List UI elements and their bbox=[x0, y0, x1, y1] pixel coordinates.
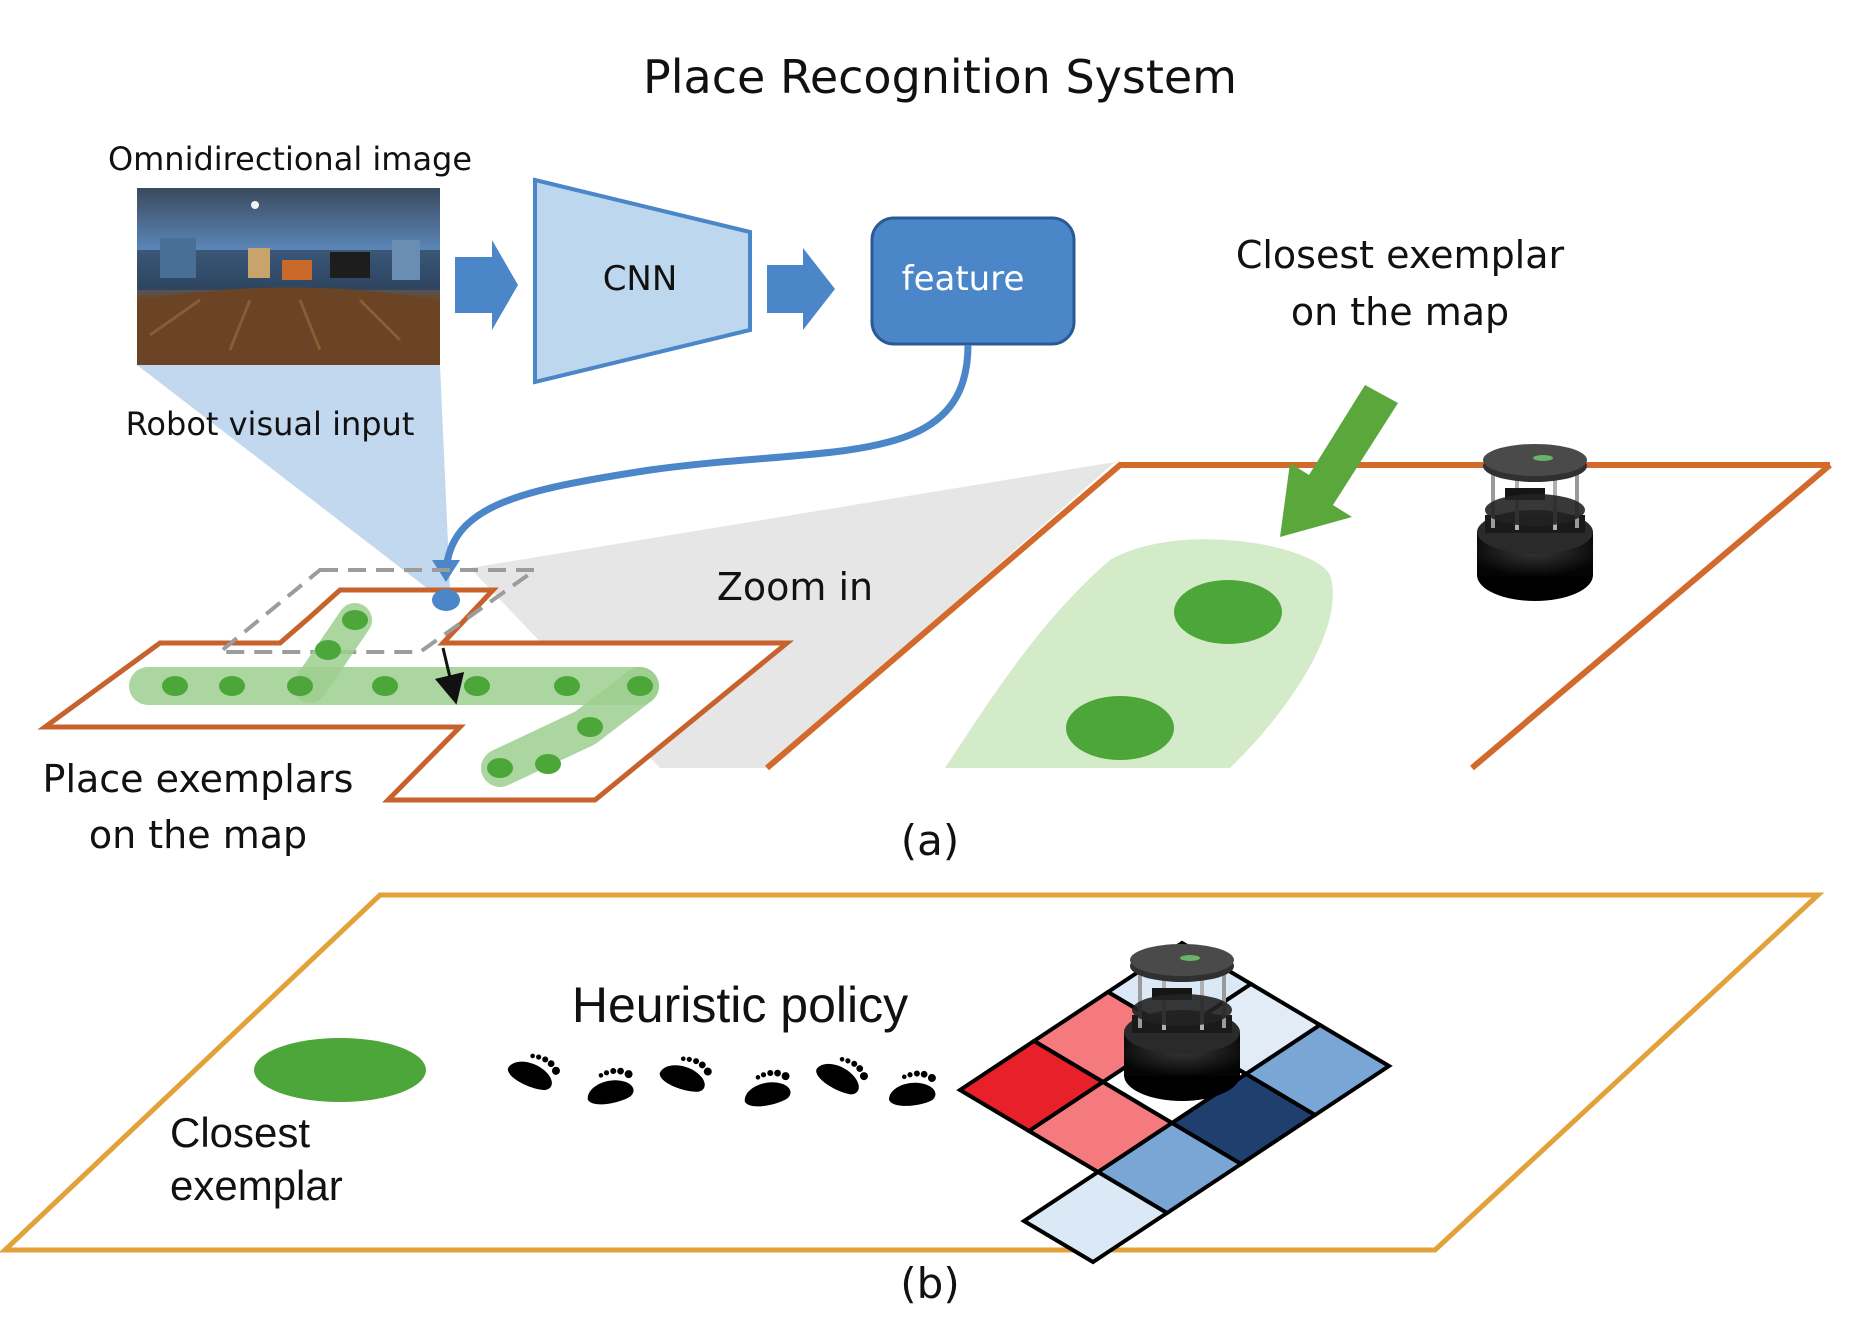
caption-a: (a) bbox=[901, 816, 960, 865]
closest-exemplar-map-label-1: Closest exemplar bbox=[1236, 233, 1565, 277]
closest-exemplar-ellipse bbox=[254, 1038, 426, 1102]
zoomed-exemplar bbox=[1066, 696, 1174, 760]
robot-icon bbox=[1477, 444, 1593, 601]
cnn-label: CNN bbox=[603, 259, 678, 299]
closest-exemplar-label-1: Closest bbox=[170, 1109, 310, 1156]
zoomed-exemplar bbox=[1174, 580, 1282, 644]
place-exemplars-label-1: Place exemplars bbox=[43, 757, 354, 801]
zoom-region bbox=[214, 568, 542, 654]
robot-position-marker bbox=[432, 589, 460, 611]
place-exemplars-label-2: on the map bbox=[89, 813, 307, 857]
feature-label: feature bbox=[902, 259, 1025, 299]
heuristic-policy-label: Heuristic policy bbox=[572, 977, 908, 1033]
panel-b-plane bbox=[0, 892, 1825, 1253]
feature-to-map-connector bbox=[442, 344, 972, 573]
caption-b: (b) bbox=[900, 1259, 959, 1308]
zoom-in-label: Zoom in bbox=[717, 565, 873, 609]
visual-input-cone bbox=[137, 365, 450, 592]
arrow-icon bbox=[767, 248, 835, 330]
green-arrow-icon bbox=[1280, 385, 1398, 537]
exemplar-points bbox=[162, 610, 653, 778]
closest-exemplar-map-label-2: on the map bbox=[1291, 290, 1509, 334]
closest-exemplar-label-2: exemplar bbox=[170, 1162, 343, 1209]
cost-grid-bottom-row bbox=[1020, 1169, 1171, 1265]
robot-visual-input-label: Robot visual input bbox=[126, 405, 415, 443]
zoomed-map-border bbox=[765, 462, 1830, 771]
robot-icon bbox=[1124, 944, 1240, 1101]
figure-title: Place Recognition System bbox=[643, 50, 1237, 104]
panorama-icon bbox=[137, 188, 440, 365]
heading-arrow-icon bbox=[434, 647, 465, 705]
omni-image-label: Omnidirectional image bbox=[108, 140, 472, 178]
arrow-icon bbox=[455, 240, 518, 330]
feature-box bbox=[870, 216, 1076, 346]
cnn-block bbox=[533, 177, 752, 385]
